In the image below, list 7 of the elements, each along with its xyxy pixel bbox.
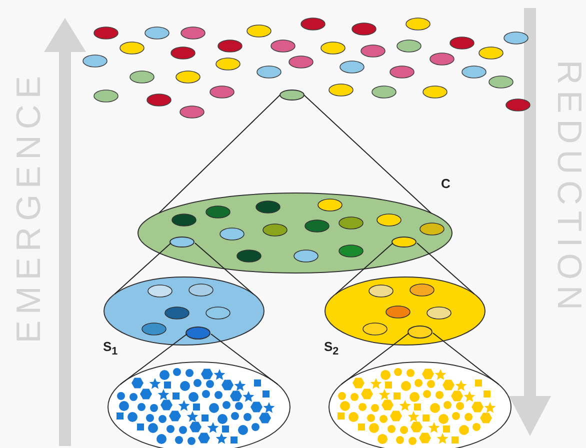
system-label: S$_{2}$ — [324, 340, 339, 358]
zoom-line — [340, 332, 500, 385]
system-label: C — [441, 177, 450, 190]
zoom-line — [120, 334, 278, 385]
system-label: S$_{1}$ — [103, 340, 118, 358]
zoom-line — [158, 94, 432, 214]
zoom-line — [335, 242, 475, 294]
